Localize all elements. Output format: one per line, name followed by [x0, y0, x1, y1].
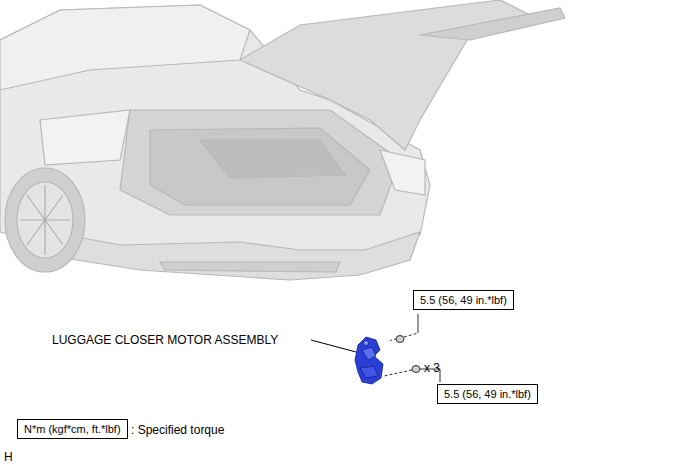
torque-value: 5.5 (56, 49 in.*lbf): [420, 294, 507, 306]
torque-value: 5.5 (56, 49 in.*lbf): [444, 388, 531, 400]
figure-mark: H: [4, 450, 13, 464]
part-name: LUGGAGE CLOSER MOTOR ASSEMBLY: [52, 333, 278, 347]
torque-legend-box: N*m (kgf*cm, ft.*lbf): Specified torque: [17, 419, 128, 439]
legend-text: : Specified torque: [131, 423, 224, 437]
torque-value: N*m (kgf*cm, ft.*lbf): [24, 423, 121, 435]
torque-box: 5.5 (56, 49 in.*lbf): [437, 384, 538, 404]
quantity-label: x 3: [424, 361, 440, 375]
torque-box: 5.5 (56, 49 in.*lbf): [413, 290, 514, 310]
